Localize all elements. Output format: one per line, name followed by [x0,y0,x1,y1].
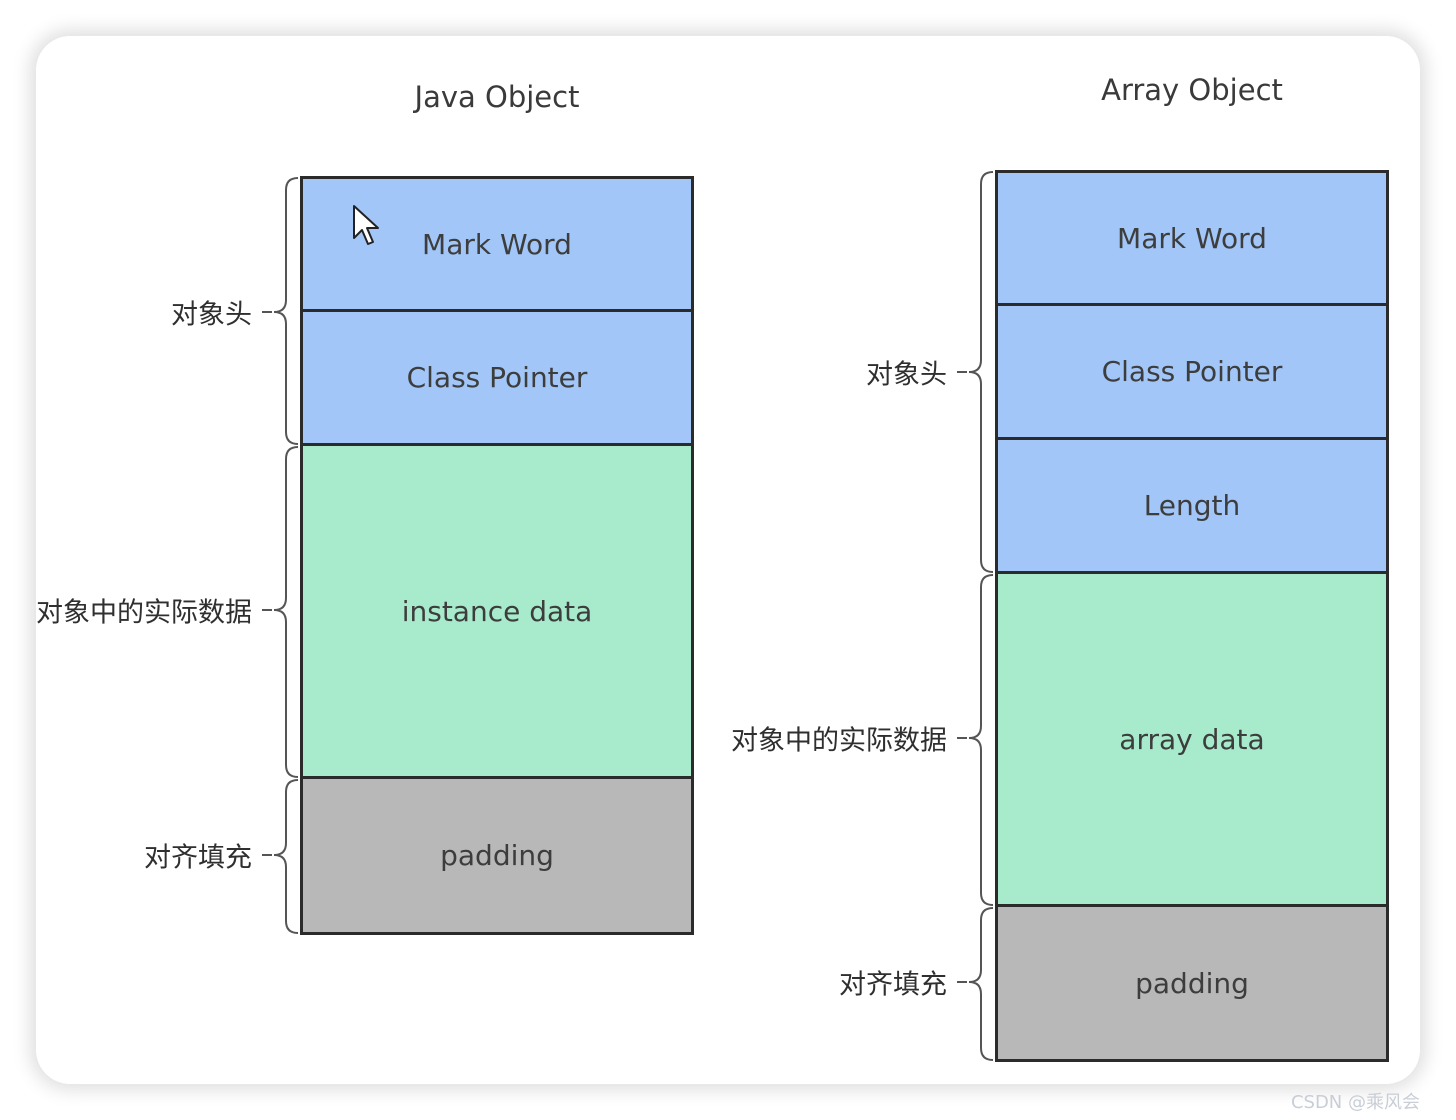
mouse-cursor-icon [353,205,379,245]
array-data-label: 对象中的实际数据 [731,725,947,757]
array-class-pointer-block: Class Pointer [995,303,1389,440]
array-padding-label: 对齐填充 [839,969,947,1001]
java-data-label: 对象中的实际数据 [36,597,252,629]
array-header-label: 对象头 [866,359,947,391]
java-padding-block: padding [300,776,694,935]
array-padding-block: padding [995,904,1389,1062]
java-header-label: 对象头 [171,299,252,331]
array-length-block: Length [995,437,1389,574]
java-mark-word-block: Mark Word [300,176,694,312]
java-object-title: Java Object [414,80,580,114]
watermark: CSDN @乘风会 [1290,1092,1420,1113]
array-mark-word-block: Mark Word [995,170,1389,306]
array-object-title: Array Object [1101,73,1283,107]
java-class-pointer-block: Class Pointer [300,309,694,446]
array-data-block: array data [995,571,1389,907]
java-instance-data-block: instance data [300,443,694,779]
java-padding-label: 对齐填充 [144,842,252,874]
